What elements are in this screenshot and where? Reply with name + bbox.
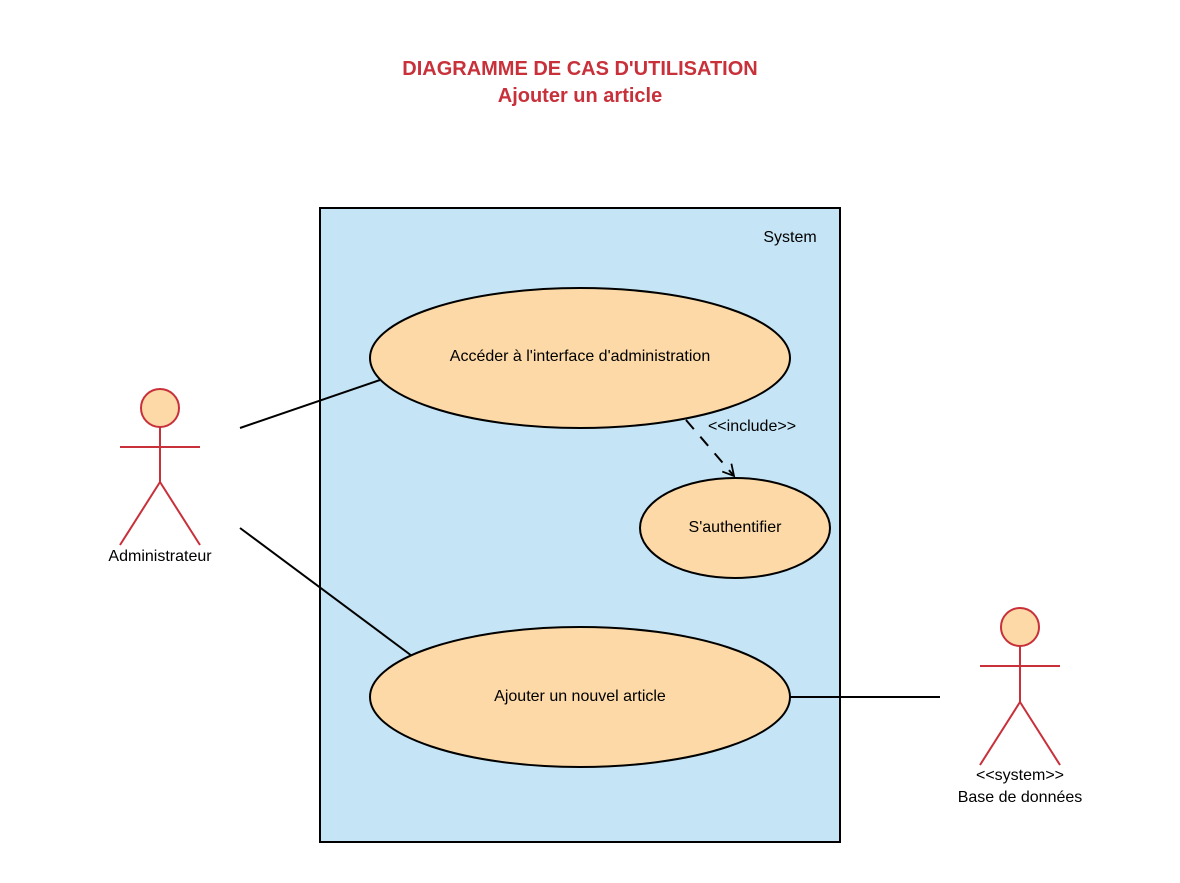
- use-case-access-admin[interactable]: Accéder à l'interface d'administration: [369, 287, 791, 429]
- use-case-access-admin-label: Accéder à l'interface d'administration: [450, 348, 710, 365]
- use-case-authenticate[interactable]: S'authentifier: [639, 477, 831, 579]
- use-case-add-article-label: Ajouter un nouvel article: [494, 688, 666, 705]
- use-case-authenticate-label: S'authentifier: [689, 519, 783, 536]
- diagram-title-line1: DIAGRAMME DE CAS D'UTILISATION: [402, 58, 758, 80]
- include-label: <<include>>: [708, 418, 796, 435]
- actor-admin-label: Administrateur: [108, 548, 212, 565]
- actor-database-label: Base de données: [958, 789, 1083, 806]
- actor-database-stick-figure-icon: [979, 607, 1061, 766]
- association-admin-add-article: [239, 527, 413, 657]
- actor-database-stereotype: <<system>>: [976, 767, 1064, 784]
- actor-admin-stick-figure-icon: [119, 388, 201, 546]
- use-case-authenticate-ellipse[interactable]: [639, 477, 831, 579]
- actor-database[interactable]: <<system>> Base de données: [958, 607, 1083, 806]
- system-label: System: [763, 229, 816, 246]
- diagram-title-line2: Ajouter un article: [497, 85, 663, 107]
- diagram-title: DIAGRAMME DE CAS D'UTILISATION Ajouter u…: [0, 56, 1160, 110]
- association-admin-access: [239, 379, 381, 429]
- use-case-access-admin-ellipse[interactable]: [369, 287, 791, 429]
- use-case-add-article-ellipse[interactable]: [369, 626, 791, 768]
- actor-admin[interactable]: Administrateur: [108, 388, 212, 565]
- use-case-add-article[interactable]: Ajouter un nouvel article: [369, 626, 791, 768]
